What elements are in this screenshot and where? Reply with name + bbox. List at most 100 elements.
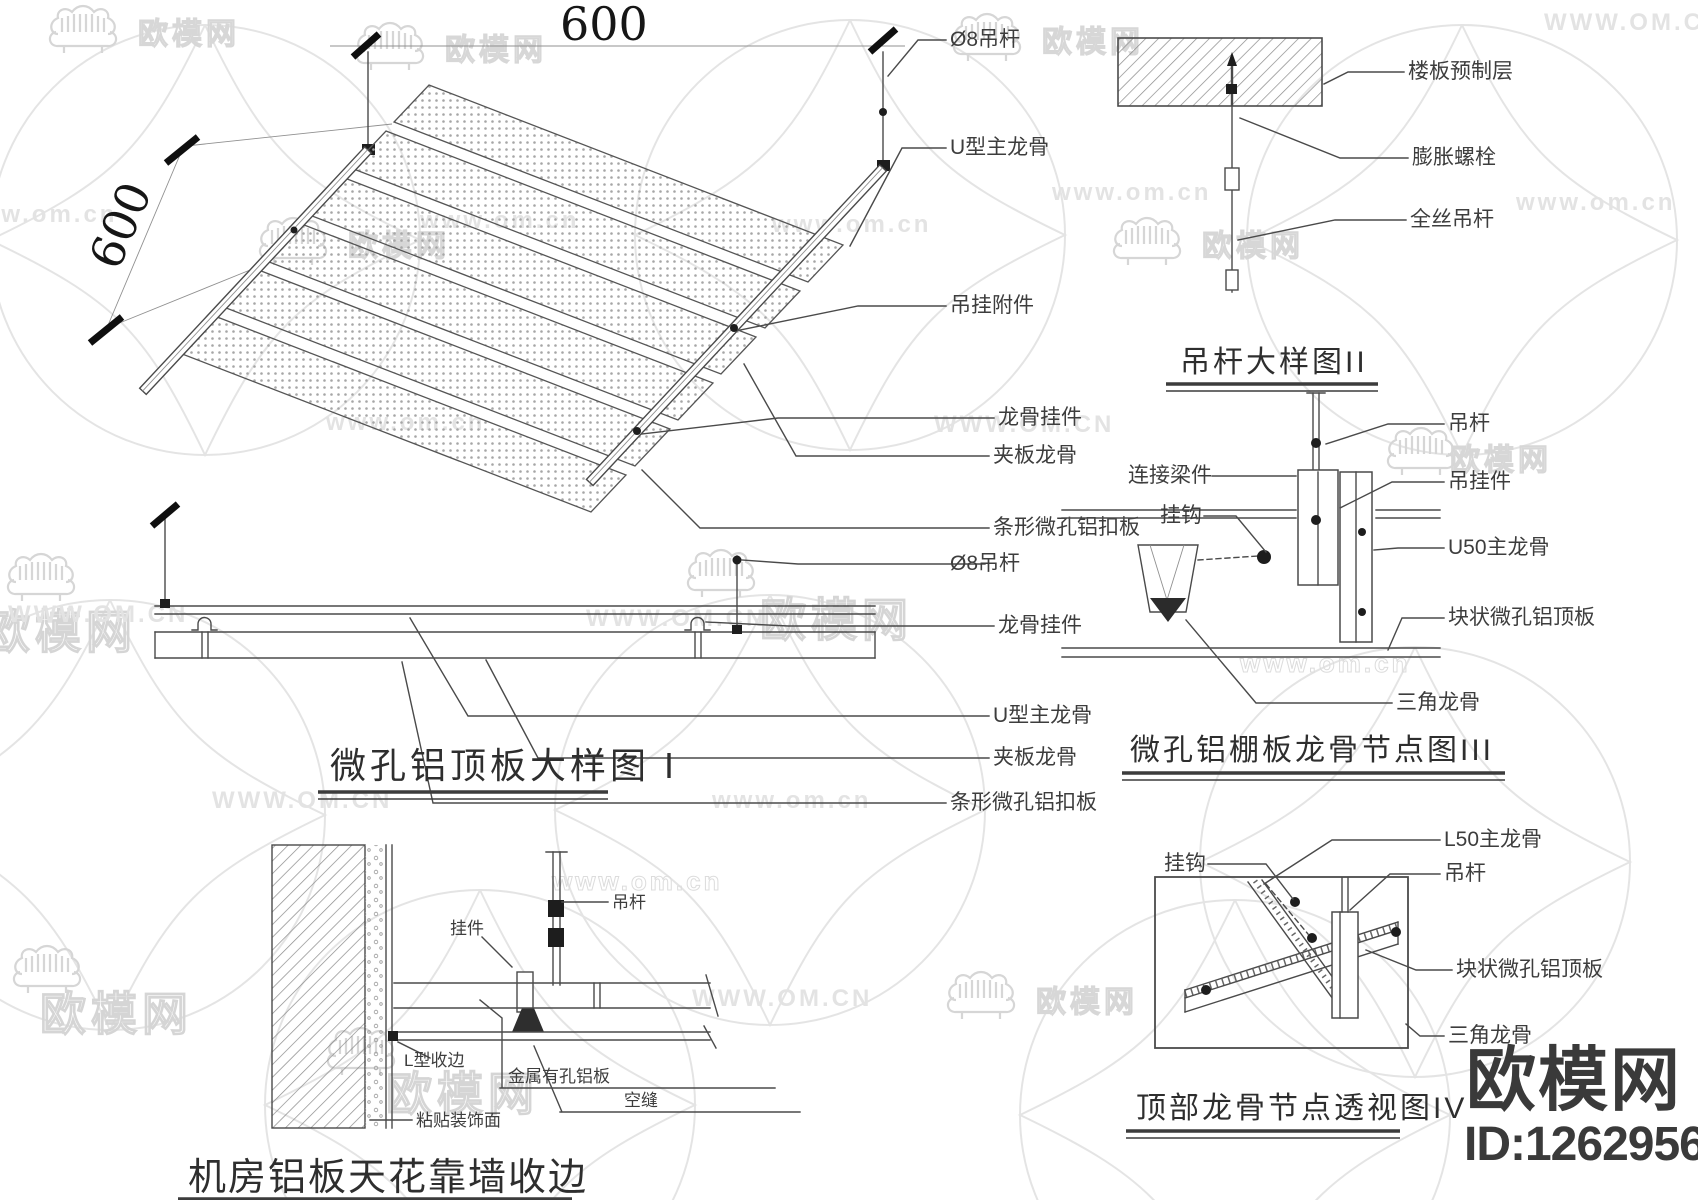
c-channel (1331, 911, 1359, 1019)
rod-joint (1311, 438, 1321, 448)
leader-line (641, 417, 995, 435)
watermark-brand: 欧模网 (138, 18, 240, 51)
sofa-icon (6, 552, 76, 603)
watermark-layer: 欧模网 欧模网 欧模网 欧模网 欧模网 欧模网 欧模网 欧模网 欧模网 欧模网 … (0, 4, 1698, 1200)
rod-joint (732, 555, 742, 565)
label-precast-slab: 楼板预制层 (1408, 60, 1513, 83)
watermark-url: www.om.cn (1239, 648, 1411, 678)
label-hanging-attachment: 吊挂附件 (950, 294, 1034, 317)
anchor-head (1226, 84, 1237, 94)
title-detail-5: 机房铝板天花靠墙收边 (188, 1157, 588, 1199)
label-u50-runner: U50主龙骨 (1448, 536, 1550, 559)
dimension-line (105, 149, 183, 331)
detail-1-section (149, 501, 876, 659)
leader-line (1237, 219, 1407, 241)
runner-hatch (1183, 922, 1400, 998)
leader-line (1373, 547, 1445, 551)
connector-piece (1137, 544, 1199, 613)
leader-line (743, 363, 990, 457)
watermark-url: www.om.cn (711, 787, 871, 814)
label-hanger-rod: Ø8吊杆 (950, 552, 1020, 575)
leader-line (1325, 423, 1445, 445)
sofa-icon (686, 548, 756, 599)
label-expansion-bolt: 膨胀螺栓 (1412, 146, 1496, 169)
main-runner-bar (138, 145, 373, 396)
label-plate-runner: 夹板龙骨 (993, 444, 1077, 467)
watermark-url: www.om.cn (0, 201, 117, 228)
clip-foot (512, 1008, 544, 1032)
leader-line (397, 1041, 431, 1059)
label-u-main-runner: U型主龙骨 (993, 704, 1092, 727)
leader-line (479, 999, 776, 1089)
leader-line (1323, 71, 1405, 85)
leader-line (1339, 481, 1445, 509)
dimension-tick (867, 26, 899, 55)
joint-dot (1290, 897, 1300, 907)
extension-line (111, 265, 261, 327)
label-tri-runner: 三角龙骨 (1448, 1024, 1532, 1047)
leader-line (409, 617, 990, 717)
leader-line (1263, 839, 1441, 885)
runner-clip-dot (633, 427, 641, 435)
detail-2-hanger-rod: 楼板预制层 膨胀螺栓 全丝吊杆 吊杆大样图II (1117, 37, 1513, 392)
leader-line (1207, 863, 1294, 900)
watermark-brand: 欧模网 (1036, 986, 1138, 1019)
hanger-clip (516, 971, 534, 1013)
detail-4-perspective-node: 挂钩 L50主龙骨 吊杆 块状微孔铝顶板 三角龙骨 顶部龙骨节点透视图IV (1126, 828, 1603, 1139)
watermark-url: WWW.OM.CN (934, 411, 1114, 438)
om-logo-text: 欧模网 (1466, 1041, 1682, 1119)
title-detail-3: 微孔铝棚板龙骨节点图III (1130, 734, 1494, 767)
dimension-tick (149, 501, 181, 529)
watermark-brand: 欧模网 (445, 34, 547, 67)
tri-runner-section (1150, 598, 1186, 622)
wall-plaster-band (365, 845, 384, 1128)
leader-line (739, 305, 947, 331)
title-detail-4: 顶部龙骨节点透视图IV (1136, 1092, 1467, 1125)
leader-line (1405, 1023, 1445, 1037)
omega-clip (684, 616, 711, 631)
rod-coupler (1224, 167, 1240, 191)
hook-link (1197, 555, 1259, 561)
label-connector: 连接梁件 (1128, 464, 1212, 487)
label-hook: 挂钩 (1160, 504, 1202, 527)
wall-hatch (271, 844, 366, 1129)
rod-joint (879, 108, 887, 116)
dimension-tick (350, 31, 382, 60)
label-hanging-part: 吊挂件 (1448, 470, 1511, 493)
joint-dot (1311, 515, 1321, 525)
title-detail-1: 微孔铝顶板大样图 I (330, 745, 678, 786)
leader-line (741, 559, 986, 565)
sofa-icon (1112, 216, 1182, 267)
dimension-tick (163, 134, 201, 166)
rod-fitting (877, 160, 890, 171)
watermark-url: WWW.OM.CN (692, 985, 872, 1012)
detail-3-runner-node: 连接梁件 挂钩 吊杆 吊挂件 U50主龙骨 块状微孔铝顶板 三角龙骨 微孔铝棚板… (1061, 392, 1595, 781)
label-hanger-rod: 吊杆 (1444, 862, 1486, 885)
leader-line (1365, 949, 1453, 971)
rod-fitting (160, 599, 170, 608)
sofa-icon (48, 4, 118, 55)
leader-line (849, 147, 947, 247)
leader-line (1203, 515, 1267, 553)
flower-watermark (1019, 899, 1451, 1200)
joint-dot (1201, 985, 1211, 995)
detail-1-perforated-aluminium-ceiling: 600 600 (78, 0, 1140, 814)
label-finish: 粘贴装饰面 (416, 1111, 501, 1130)
joint-dot (1391, 927, 1401, 937)
concrete-slab (1117, 37, 1323, 107)
site-branding: 欧模网 ID:1262956 (1464, 1041, 1698, 1171)
turnbuckle (548, 900, 564, 917)
leader-line (641, 469, 990, 529)
title-detail-2: 吊杆大样图II (1180, 346, 1368, 379)
rod-nut (1225, 269, 1239, 291)
leader-line (1349, 873, 1441, 911)
runner-clip-dot (730, 324, 738, 332)
watermark-url: WWW.OM.CN (1544, 9, 1698, 36)
leader-line (533, 1045, 801, 1113)
watermark-brand: 欧模网 (386, 1068, 539, 1120)
dimension-tick (87, 314, 125, 346)
leader-line (481, 936, 513, 968)
label-block-panel: 块状微孔铝顶板 (1448, 606, 1595, 629)
leader-line (1387, 617, 1445, 651)
leader-line (485, 659, 990, 759)
